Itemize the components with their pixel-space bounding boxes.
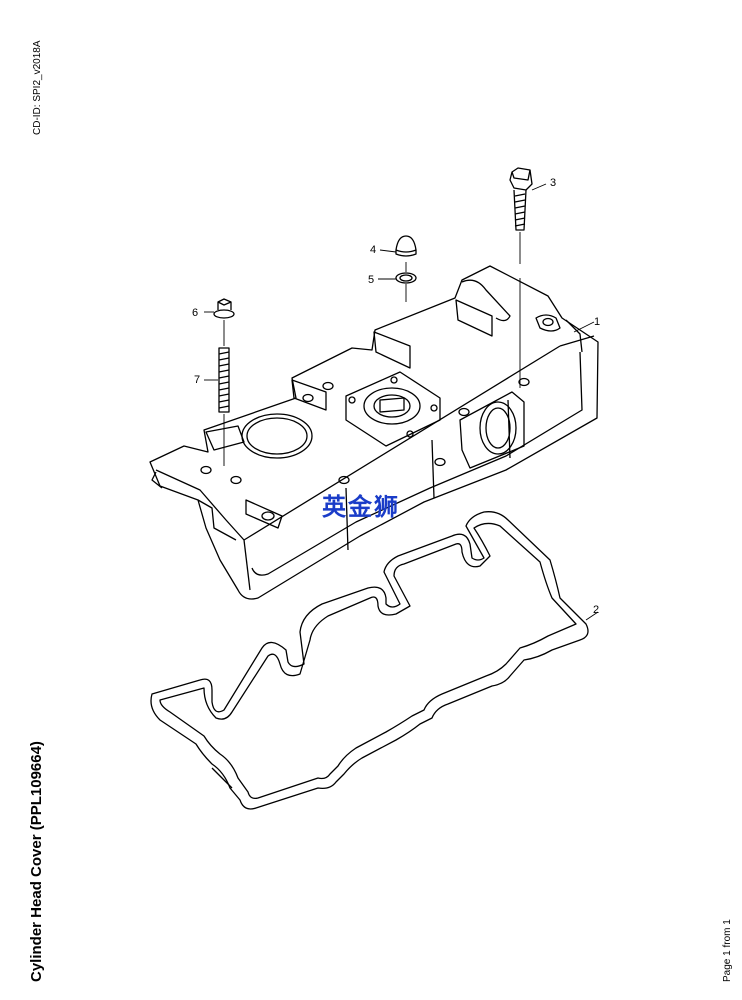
flange-nut xyxy=(213,298,235,319)
callout-number-6: 6 xyxy=(192,307,198,319)
callout-number-5: 5 xyxy=(368,274,374,286)
callout-leaders xyxy=(204,183,599,621)
callout-number-7: 7 xyxy=(194,374,200,386)
bolt xyxy=(509,167,533,388)
callout-number-1: 1 xyxy=(594,316,600,328)
cap-nut xyxy=(395,235,417,257)
callout-number-4: 4 xyxy=(370,244,376,256)
cylinder-head-cover xyxy=(149,265,599,600)
washer xyxy=(395,262,417,302)
callout-number-2: 2 xyxy=(593,604,599,616)
stud xyxy=(218,320,230,466)
cover-gasket xyxy=(150,511,589,810)
callout-number-3: 3 xyxy=(550,177,556,189)
watermark-text: 英金狮 xyxy=(322,493,400,521)
